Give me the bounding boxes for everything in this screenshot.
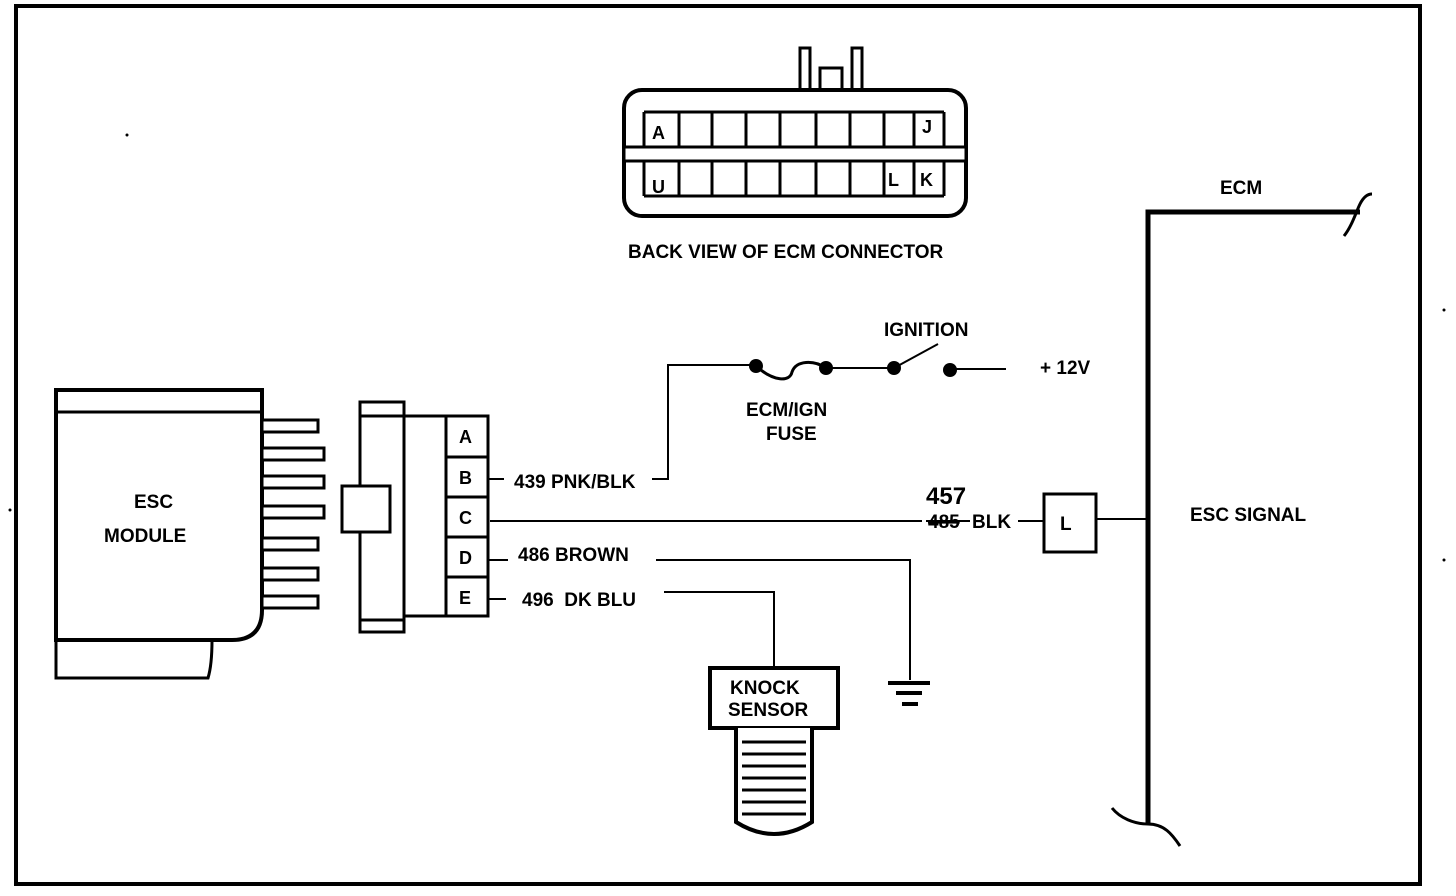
harness-pin-e-label: E — [459, 588, 471, 608]
harness-pin-c-label: C — [459, 508, 472, 528]
ignition-label: IGNITION — [884, 320, 968, 341]
ignition-switch-symbol — [887, 343, 957, 377]
knock-sensor-label-line1: KNOCK — [730, 678, 800, 699]
esc-signal-label: ESC SIGNAL — [1190, 505, 1307, 526]
margin-dots — [8, 133, 1446, 562]
wire-e-label: 496 DK BLU — [522, 590, 636, 611]
esc-module — [54, 388, 326, 680]
ecm-pin-k-label: K — [920, 170, 933, 190]
harness-connector — [340, 400, 490, 634]
wiring — [488, 364, 1146, 680]
esc-module-label-line1: ESC — [134, 492, 173, 513]
ecm-connector-bottom-row — [642, 161, 946, 198]
ecm-pin-l-label: L — [888, 170, 899, 190]
ecm-pin-a-label: A — [652, 123, 665, 143]
knock-sensor-threads — [742, 740, 806, 816]
supply-12v-label: + 12V — [1040, 358, 1091, 379]
wire-d-label: 486 BROWN — [518, 545, 629, 566]
ecm-connector-top-row — [642, 110, 946, 147]
fuse-label-line2: FUSE — [766, 424, 817, 445]
ecm-label: ECM — [1220, 178, 1262, 199]
ecm-terminal-l-box — [1042, 492, 1098, 554]
ecm-outline — [1110, 192, 1373, 847]
wire-c-new-number: 457 — [926, 483, 966, 510]
ecm-ign-fuse-symbol — [749, 359, 833, 381]
fuse-label-line1: ECM/IGN — [746, 400, 827, 421]
ground-symbol — [888, 681, 930, 706]
ecm-connector-caption: BACK VIEW OF ECM CONNECTOR — [628, 242, 944, 263]
harness-pin-d-label: D — [459, 548, 472, 568]
knock-sensor — [708, 666, 840, 836]
esc-module-terminals — [260, 418, 326, 610]
ecm-terminal-l-label: L — [1060, 514, 1072, 535]
harness-pin-b-label: B — [459, 468, 472, 488]
wire-c-old-number: 485 — [928, 512, 960, 533]
ecm-pin-j-label: J — [922, 117, 932, 137]
diagram-border — [14, 4, 1422, 886]
wire-b-label: 439 PNK/BLK — [514, 472, 636, 493]
harness-pin-a-label: A — [459, 427, 472, 447]
esc-module-label-line2: MODULE — [104, 526, 186, 547]
ecm-pin-u-label: U — [652, 177, 665, 197]
knock-sensor-label-line2: SENSOR — [728, 700, 809, 721]
wire-c-color: BLK — [972, 512, 1011, 533]
ecm-connector: A J U L K — [622, 46, 968, 218]
